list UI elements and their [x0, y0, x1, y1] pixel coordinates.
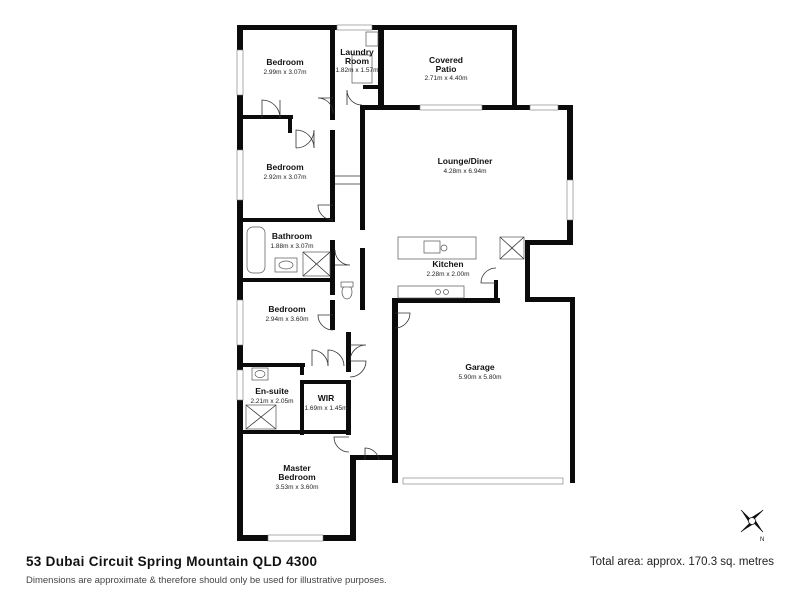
room-dimensions: 5.90m x 5.80m: [459, 374, 502, 381]
room-name: Room: [345, 56, 370, 66]
room-dimensions: 2.94m x 3.60m: [266, 316, 309, 323]
room-name: Bedroom: [266, 57, 304, 67]
room-label-en-suite: En-suite 2.21m x 2.05m: [251, 386, 294, 405]
room-name: Bedroom: [266, 162, 304, 172]
room-dimensions: 2.21m x 2.05m: [251, 398, 294, 405]
room-dimensions: 2.28m x 2.00m: [427, 271, 470, 278]
room-name: Laundry: [340, 47, 374, 57]
total-area: Total area: approx. 170.3 sq. metres: [589, 556, 774, 568]
compass-icon: N: [740, 509, 764, 543]
room-dimensions: 2.71m x 4.40m: [425, 75, 468, 82]
room-name: WIR: [318, 393, 335, 403]
room-name: Bedroom: [278, 472, 316, 482]
windows: [236, 24, 574, 542]
room-label-wir: WIR 1.69m x 1.45m: [305, 393, 348, 412]
room-label-kitchen: Kitchen 2.28m x 2.00m: [427, 259, 470, 278]
room-dimensions: 2.99m x 3.07m: [264, 69, 307, 76]
room-dimensions: 2.92m x 3.07m: [264, 174, 307, 181]
room-name: Lounge/Diner: [438, 156, 493, 166]
room-label-laundry: Laundry Room 1.82m x 1.57m: [336, 47, 379, 74]
room-label-bedroom-3: Bedroom 2.94m x 3.60m: [266, 304, 309, 323]
room-label-bedroom-2: Bedroom 2.92m x 3.07m: [264, 162, 307, 181]
room-name: Bathroom: [272, 231, 313, 241]
room-dimensions: 1.82m x 1.57m: [336, 67, 379, 74]
compass-north-label: N: [760, 537, 764, 543]
room-name: Kitchen: [432, 259, 463, 269]
room-name: Master: [283, 463, 311, 473]
room-label-garage: Garage 5.90m x 5.80m: [459, 362, 502, 381]
room-name: Garage: [465, 362, 495, 372]
room-name: Covered: [429, 55, 463, 65]
room-label-bathroom: Bathroom 1.88m x 3.07m: [271, 231, 314, 250]
property-address: 53 Dubai Circuit Spring Mountain QLD 430…: [26, 554, 318, 569]
room-label-lounge-diner: Lounge/Diner 4.28m x 6.94m: [438, 156, 493, 175]
room-name: Bedroom: [268, 304, 306, 314]
room-name: Patio: [436, 64, 457, 74]
floor-plan: Bedroom 2.99m x 3.07m Laundry Room 1.82m…: [236, 24, 764, 543]
room-dimensions: 1.69m x 1.45m: [305, 405, 348, 412]
fixtures: [245, 31, 525, 430]
doors: [261, 89, 497, 461]
disclaimer-text: Dimensions are approximate & therefore s…: [26, 575, 387, 586]
room-dimensions: 3.53m x 3.60m: [276, 484, 319, 491]
room-dimensions: 1.88m x 3.07m: [271, 243, 314, 250]
room-label-master-bedroom: Master Bedroom 3.53m x 3.60m: [276, 463, 319, 491]
room-label-covered-patio: Covered Patio 2.71m x 4.40m: [425, 55, 468, 82]
room-name: En-suite: [255, 386, 289, 396]
room-dimensions: 4.28m x 6.94m: [444, 168, 487, 175]
room-label-bedroom-1: Bedroom 2.99m x 3.07m: [264, 57, 307, 76]
